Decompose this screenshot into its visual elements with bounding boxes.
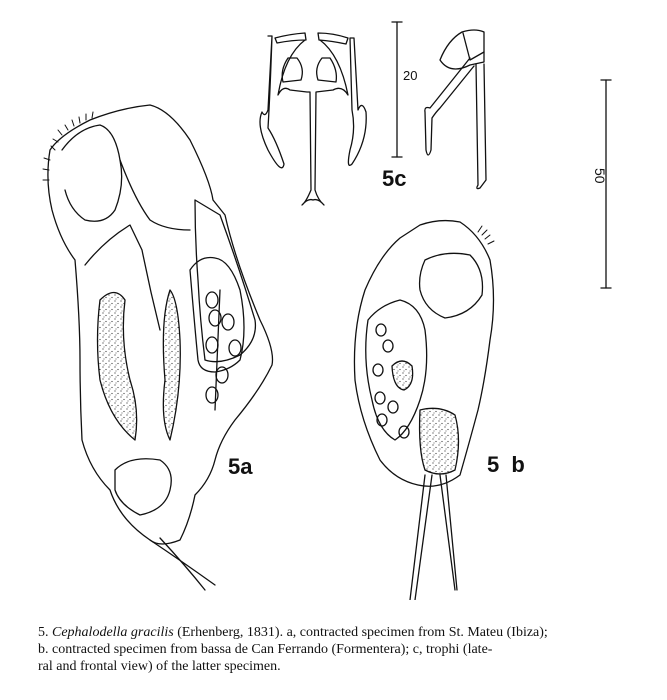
trophi-frontal-drawing xyxy=(259,32,367,206)
caption-line-2: b. contracted specimen from bassa de Can… xyxy=(38,642,493,657)
caption-authority: (Erhenberg, 1831). a, contracted specime… xyxy=(177,625,548,640)
caption-line-1: 5. Cephalodella gracilis (Erhenberg, 183… xyxy=(38,624,658,641)
scale-bar-20 xyxy=(391,21,403,158)
scale-bar-50 xyxy=(600,79,612,289)
species-name: Cephalodella gracilis xyxy=(52,625,174,640)
panel-label-5a: 5a xyxy=(228,454,253,479)
scale-label-50: 50 xyxy=(592,168,608,184)
specimen-5a-drawing xyxy=(42,104,274,591)
specimen-5b-drawing xyxy=(353,219,495,600)
figure-caption: 5. Cephalodella gracilis (Erhenberg, 183… xyxy=(38,624,658,675)
panel-label-5b: 5 b xyxy=(487,452,528,477)
scale-label-20: 20 xyxy=(403,68,418,83)
caption-line-3: ral and frontal view) of the latter spec… xyxy=(38,659,281,674)
trophi-lateral-drawing xyxy=(424,29,487,190)
caption-number: 5. xyxy=(38,625,49,640)
figure-plate: 5a 5 b 5c 20 50 xyxy=(42,21,612,600)
panel-label-5c: 5c xyxy=(382,166,407,191)
